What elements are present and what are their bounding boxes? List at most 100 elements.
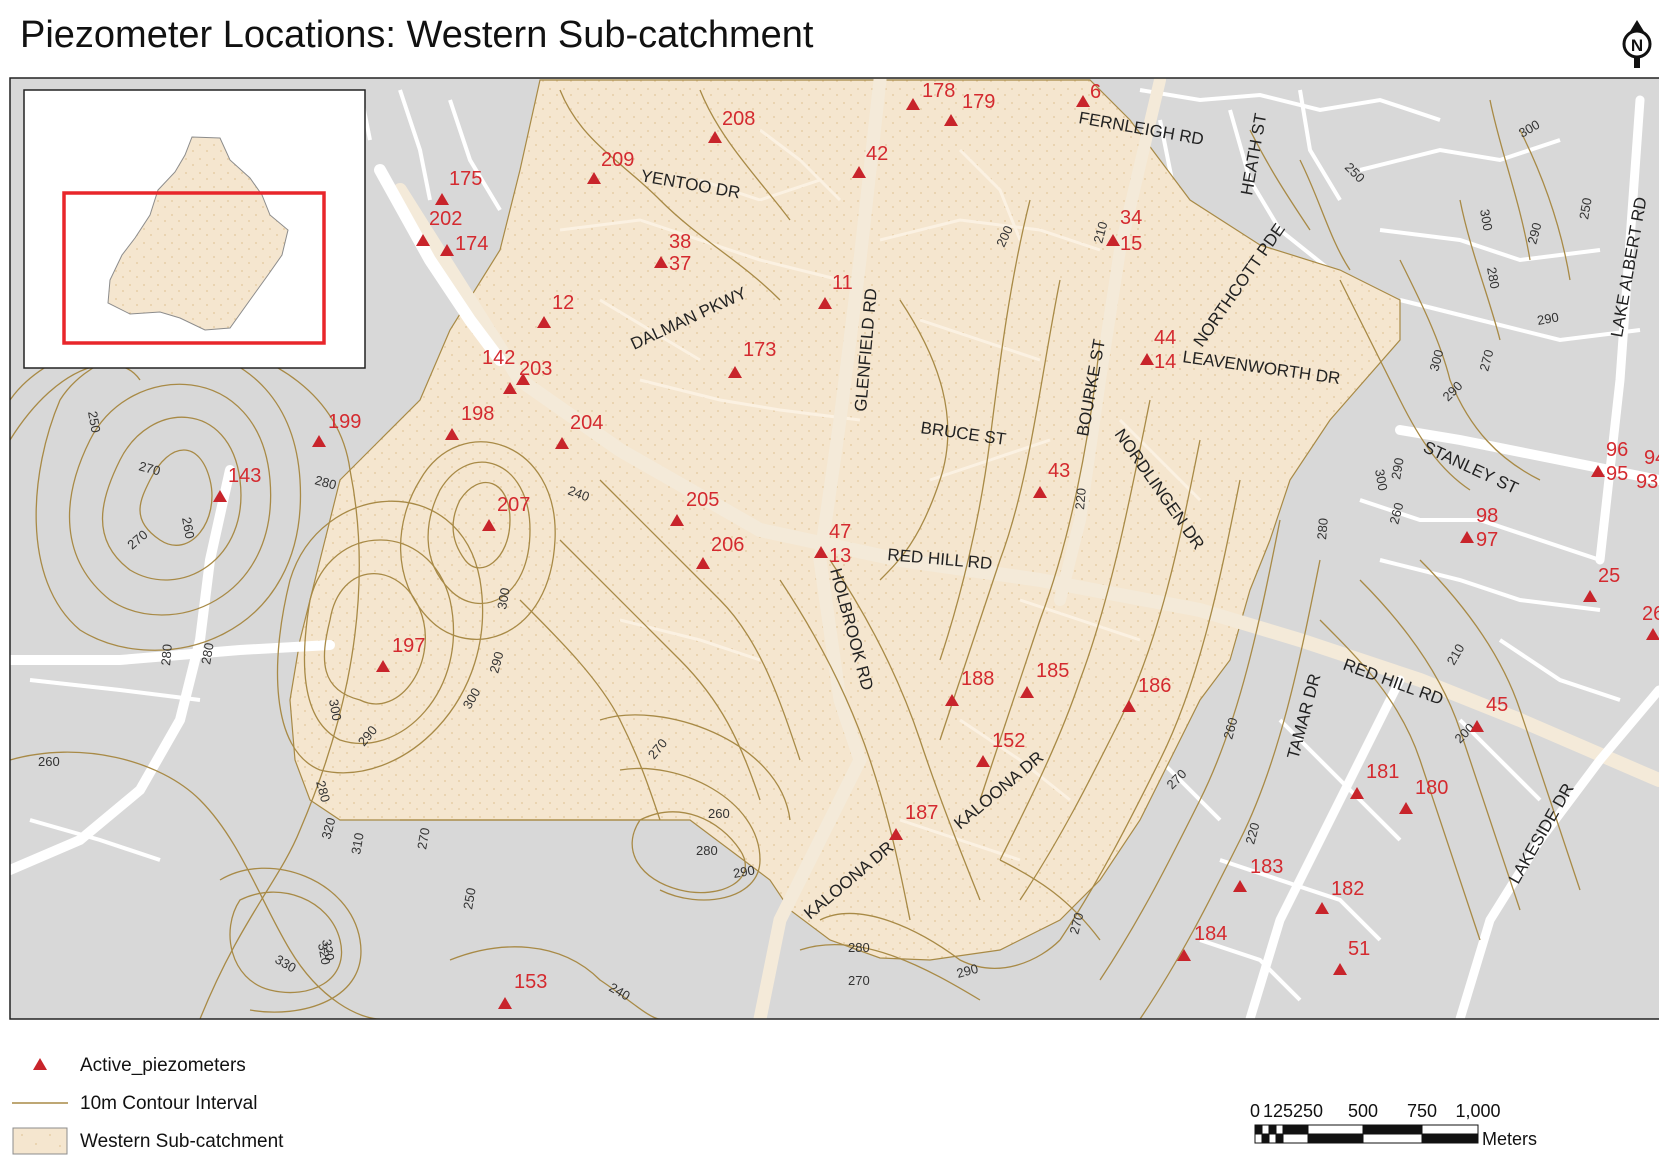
piezometer-marker[interactable] xyxy=(1315,902,1329,914)
piezometer-label: 37 xyxy=(669,253,691,275)
piezometer-marker[interactable] xyxy=(440,244,454,256)
piezometer-label: 173 xyxy=(743,339,776,361)
piezometer-marker[interactable] xyxy=(516,373,530,385)
piezometer-marker[interactable] xyxy=(213,490,227,502)
piezometer-marker[interactable] xyxy=(587,172,601,184)
page-title: Piezometer Locations: Western Sub-catchm… xyxy=(20,14,814,56)
piezometer-label: 180 xyxy=(1415,777,1448,799)
piezometer-marker[interactable] xyxy=(852,166,866,178)
north-arrow-icon: N xyxy=(1622,20,1652,68)
legend-item-piezometers: Active_piezometers xyxy=(12,1050,332,1080)
legend-item-contours: 10m Contour Interval xyxy=(12,1088,332,1118)
piezometer-marker[interactable] xyxy=(654,256,668,268)
piezometer-marker[interactable] xyxy=(728,366,742,378)
piezometer-marker[interactable] xyxy=(435,193,449,205)
contour-label: 250 xyxy=(85,410,104,434)
piezometer-marker[interactable] xyxy=(1233,880,1247,892)
contour-label: 300 xyxy=(1372,468,1391,492)
piezometer-marker[interactable] xyxy=(1140,353,1154,365)
piezometer-marker[interactable] xyxy=(1470,720,1484,732)
piezometer-marker[interactable] xyxy=(445,428,459,440)
piezometer-label: 38 xyxy=(669,231,691,253)
piezometer-label: 6 xyxy=(1090,81,1101,103)
scale-tick: 500 xyxy=(1348,1101,1378,1121)
legend-label: 10m Contour Interval xyxy=(80,1093,258,1114)
piezometer-label: 97 xyxy=(1476,529,1498,551)
piezometer-label: 98 xyxy=(1476,505,1498,527)
contour-label: 270 xyxy=(1476,348,1496,373)
piezometer-marker[interactable] xyxy=(376,660,390,672)
piezometer-label: 182 xyxy=(1331,878,1364,900)
contour-label: 260 xyxy=(708,806,730,821)
scale-tick: 0 xyxy=(1250,1101,1260,1121)
piezometer-marker[interactable] xyxy=(1350,787,1364,799)
contour-label: 290 xyxy=(1524,221,1544,246)
contour-lines xyxy=(10,89,1581,1019)
triangle-marker-icon xyxy=(33,1058,47,1070)
piezometer-marker[interactable] xyxy=(1333,963,1347,975)
piezometer-marker[interactable] xyxy=(1106,234,1120,246)
piezometer-marker[interactable] xyxy=(976,755,990,767)
piezometer-marker[interactable] xyxy=(312,435,326,447)
piezometer-marker[interactable] xyxy=(814,546,828,558)
piezometer-label: 197 xyxy=(392,635,425,657)
piezometer-label: 206 xyxy=(711,534,744,556)
contour-label: 260 xyxy=(179,516,198,540)
piezometer-marker[interactable] xyxy=(945,694,959,706)
piezometer-marker[interactable] xyxy=(1583,590,1597,602)
piezometer-marker[interactable] xyxy=(708,131,722,143)
piezometer-label: 174 xyxy=(455,233,488,255)
piezometer-marker[interactable] xyxy=(1076,95,1090,107)
piezometer-marker[interactable] xyxy=(416,234,430,246)
piezometer-marker[interactable] xyxy=(1033,486,1047,498)
contour-label: 310 xyxy=(348,832,367,856)
contour-label: 290 xyxy=(732,862,756,881)
north-letter: N xyxy=(1631,36,1643,55)
piezometer-marker[interactable] xyxy=(1177,949,1191,961)
piezometer-labels: 178 179 6 208 42 209 175 202 174 34 15 3… xyxy=(228,80,1659,993)
piezometer-marker[interactable] xyxy=(889,828,903,840)
map-frame xyxy=(9,77,1659,1020)
piezometer-marker[interactable] xyxy=(1460,531,1474,543)
piezometer-marker[interactable] xyxy=(555,437,569,449)
piezometer-label: 175 xyxy=(449,168,482,190)
piezometer-marker[interactable] xyxy=(482,519,496,531)
piezometer-label: 207 xyxy=(497,494,530,516)
piezometer-marker[interactable] xyxy=(818,297,832,309)
legend-label: Active_piezometers xyxy=(80,1055,246,1076)
piezometer-marker[interactable] xyxy=(1646,628,1659,640)
contour-label: 280 xyxy=(696,843,718,858)
piezometer-marker[interactable] xyxy=(906,98,920,110)
catchment-fill-icon xyxy=(12,1127,68,1155)
contour-label: 210 xyxy=(1090,220,1110,245)
contour-label: 320 xyxy=(315,942,334,966)
legend-label: Western Sub-catchment xyxy=(80,1131,284,1152)
piezometer-marker[interactable] xyxy=(696,557,710,569)
contour-line-icon xyxy=(12,1102,68,1104)
piezometer-label: 93 xyxy=(1636,471,1658,493)
piezometer-marker[interactable] xyxy=(1399,802,1413,814)
scale-tick: 250 xyxy=(1293,1101,1323,1121)
piezometer-marker[interactable] xyxy=(1122,700,1136,712)
piezometer-marker[interactable] xyxy=(944,114,958,126)
piezometer-markers xyxy=(213,95,1659,1009)
piezometer-marker[interactable] xyxy=(1591,465,1605,477)
piezometer-marker[interactable] xyxy=(498,997,512,1009)
contour-label: 280 xyxy=(198,642,217,666)
contour-label: 280 xyxy=(1484,266,1503,290)
piezometer-label: 95 xyxy=(1606,463,1628,485)
piezometer-label: 94 xyxy=(1644,447,1659,469)
piezometer-marker[interactable] xyxy=(670,514,684,526)
piezometer-label: 184 xyxy=(1194,923,1227,945)
inset-map xyxy=(23,89,366,369)
piezometer-marker[interactable] xyxy=(503,382,517,394)
piezometer-marker[interactable] xyxy=(1020,686,1034,698)
scale-bar-graphic xyxy=(1254,1124,1479,1144)
contour-label: 280 xyxy=(158,643,175,666)
piezometer-marker[interactable] xyxy=(537,316,551,328)
piezometer-label: 208 xyxy=(722,108,755,130)
contour-label: 290 xyxy=(1536,309,1560,328)
piezometer-label: 96 xyxy=(1606,439,1628,461)
contour-label: 290 xyxy=(1388,457,1407,481)
